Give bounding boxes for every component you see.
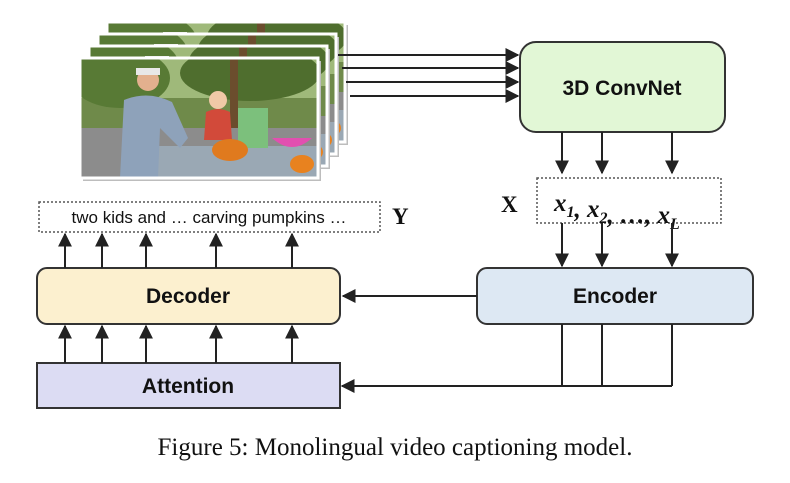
features-to-encoder-arrows bbox=[555, 223, 679, 268]
video-frame bbox=[78, 56, 321, 181]
encoder-to-attention-lines bbox=[340, 324, 673, 393]
encoder-label: Encoder bbox=[573, 285, 657, 308]
frames-to-convnet-arrows bbox=[338, 48, 520, 103]
attention-to-decoder-arrows bbox=[58, 324, 299, 363]
encoder-block: Encoder bbox=[476, 267, 754, 325]
figure-caption: Figure 5: Monolingual video captioning m… bbox=[158, 434, 633, 461]
decoder-to-output-arrows bbox=[58, 232, 299, 268]
output-symbol-y: Y bbox=[392, 204, 409, 229]
output-sequence: two kids and … carving pumpkins … Y bbox=[38, 201, 409, 233]
convnet-label: 3D ConvNet bbox=[562, 77, 681, 100]
feature-symbol-x: X bbox=[501, 192, 518, 217]
convnet-block: 3D ConvNet bbox=[519, 41, 726, 133]
attention-label: Attention bbox=[142, 375, 234, 398]
feature-sequence: x1, x2, …, xL X bbox=[501, 177, 722, 233]
decoder-label: Decoder bbox=[146, 285, 230, 308]
decoder-block: Decoder bbox=[36, 267, 341, 325]
attention-block: Attention bbox=[36, 362, 341, 409]
convnet-to-features-arrows bbox=[555, 132, 679, 175]
output-sequence-text: two kids and … carving pumpkins … bbox=[72, 208, 347, 227]
feature-sequence-text: x1, x2, …, xL bbox=[553, 190, 680, 233]
video-frame-stack bbox=[78, 20, 348, 181]
